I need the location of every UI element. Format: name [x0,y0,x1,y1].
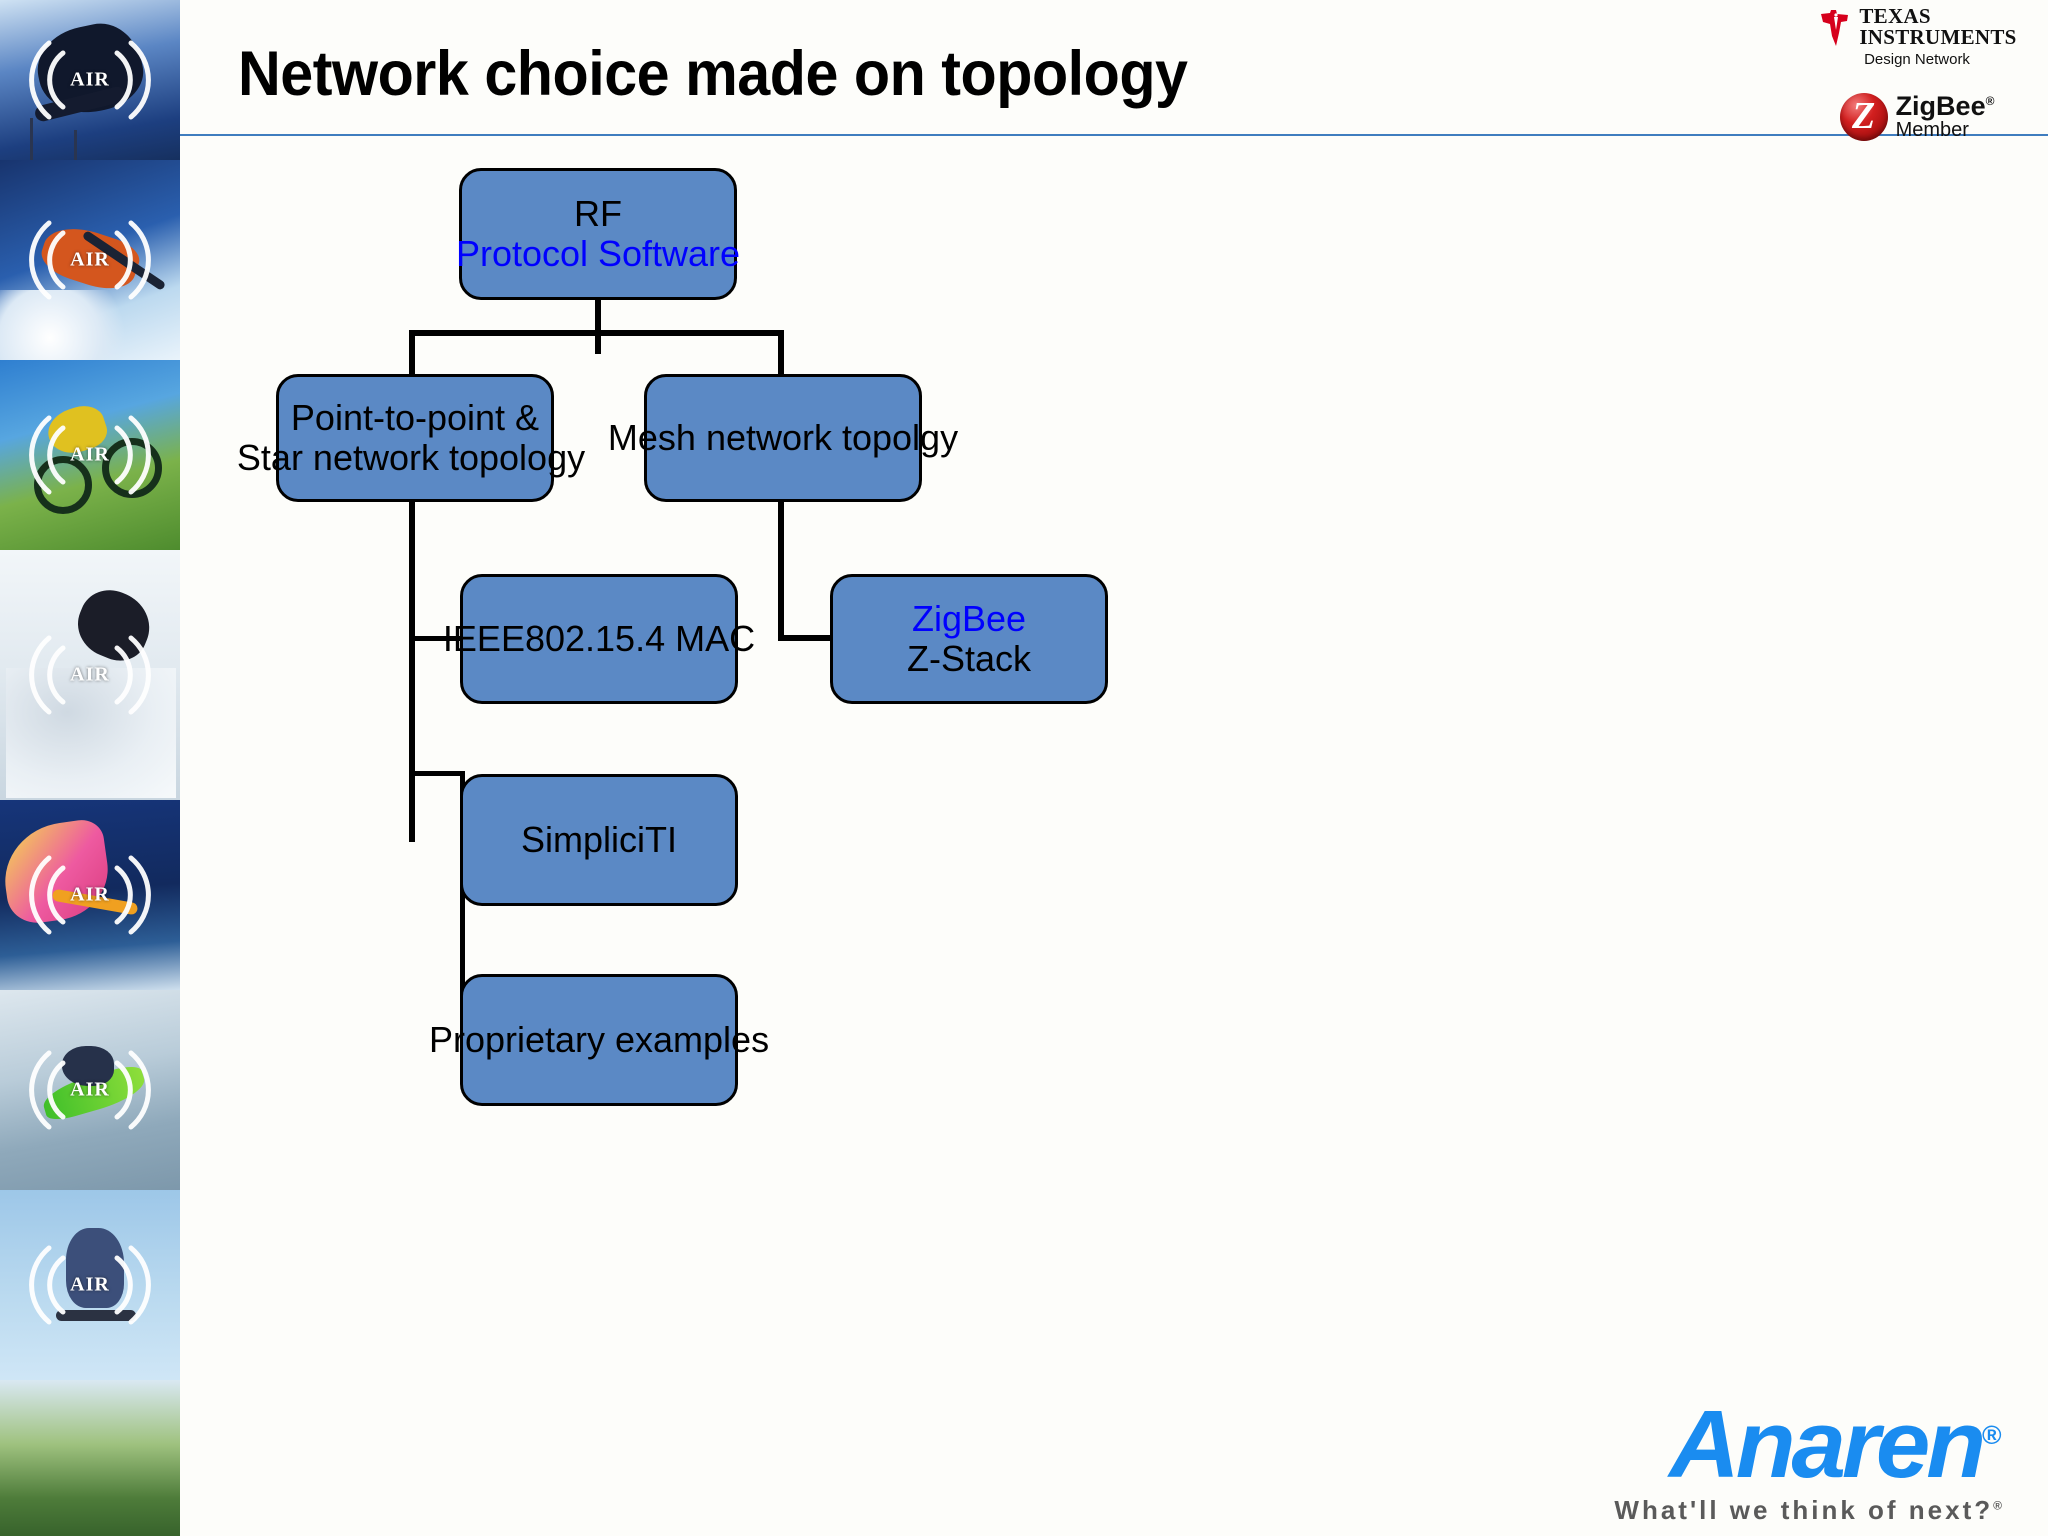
edge-root-to-p2p [409,330,415,378]
anaren-registered-mark: ® [1982,1420,2002,1450]
wireless-signal-icon [29,855,151,935]
texas-instruments-logo: TEXAS INSTRUMENTS Design Network [1810,6,2024,68]
photo-overlay-label: AIR [70,1078,110,1101]
edge-root-to-mesh [778,330,784,378]
wireless-signal-icon [29,220,151,300]
photo-overlay-label: AIR [70,883,110,906]
node-point-to-point-star[interactable]: Point-to-point & Star network topology [237,374,585,502]
node-zigbee-z-stack[interactable]: ZigBee Z-Stack [830,574,1108,704]
edge-root-bus [409,330,784,336]
zigbee-z-mark-icon [1839,92,1888,141]
zigbee-registered-mark: ® [1985,94,1995,108]
node-rf-protocol-software[interactable]: RF Protocol Software [455,168,741,300]
anaren-logo: Anaren® What'll we think of next?® [1614,1397,2002,1526]
photo-panel-landscape [0,1380,180,1536]
node-line-2: Z-Stack [906,638,1031,679]
edge-p2p-to-simpliciti [409,771,465,776]
edge-p2p-to-ieee [409,636,465,641]
photo-overlay-label: AIR [70,663,110,686]
photo-overlay-label: AIR [70,1273,110,1296]
anaren-wordmark: Anaren [1669,1391,1987,1498]
zigbee-member-label: Member [1895,119,1969,142]
photo-panel-kayaker: AIR [0,990,180,1190]
title-divider [180,134,2048,136]
node-line-1: RF [574,192,622,234]
node-proprietary-examples[interactable]: Proprietary examples [429,974,769,1106]
node-ieee-802-15-4-mac[interactable]: IEEE802.15.4 MAC [443,574,755,704]
photo-panel-mountain-biker: AIR [0,360,180,550]
node-line-1: Point-to-point & [290,396,540,438]
ti-design-network-label: Design Network [1864,51,1970,68]
wireless-signal-icon [29,1050,151,1130]
edge-root-stem [595,298,601,354]
photo-strip: AIR AIR AIR [0,0,180,1536]
photo-panel-skateboarder: AIR [0,0,180,160]
wireless-signal-icon [29,1245,151,1325]
edge-mesh-spine [778,500,784,640]
ti-line-1: TEXAS [1859,4,1931,28]
anaren-tagline-registered-mark: ® [1993,1498,2002,1513]
node-line-2: Protocol Software [455,233,741,274]
node-line-1: ZigBee [911,597,1027,639]
node-line-2: Star network topology [236,437,586,478]
photo-panel-snowboarder: AIR [0,550,180,800]
photo-overlay-label: AIR [70,443,110,466]
wireless-signal-icon [29,635,151,715]
node-line-1: SimpliciTI [520,818,677,860]
node-line-1: IEEE802.15.4 MAC [442,617,756,659]
wireless-signal-icon [29,40,151,120]
node-line-1: Proprietary examples [428,1018,770,1060]
photo-overlay-label: AIR [70,248,110,271]
node-simpliciti[interactable]: SimpliciTI [460,774,738,906]
node-mesh-network-topology[interactable]: Mesh network topolgy [608,374,958,502]
ti-texas-mark-icon [1817,8,1853,48]
edge-p2p-spine [409,500,415,842]
photo-panel-windsurfer: AIR [0,800,180,990]
page-title: Network choice made on topology [238,39,1188,109]
topology-tree-diagram: RF Protocol Software Point-to-point & St… [180,134,2048,1536]
ti-line-2: INSTRUMENTS [1859,25,2017,49]
edge-p2p-to-proprietary [460,834,465,1042]
zigbee-name: ZigBee [1895,91,1986,121]
wireless-signal-icon [29,415,151,495]
photo-panel-inline-skater: AIR [0,1190,180,1380]
node-line-1: Mesh network topolgy [607,416,959,458]
edge-mesh-to-zstack [778,635,834,641]
photo-overlay-label: AIR [70,68,110,91]
zigbee-member-logo: ZigBee® Member [1810,92,2024,141]
anaren-tagline: What'll we think of next? [1614,1495,1994,1525]
photo-panel-water-skier: AIR [0,160,180,360]
